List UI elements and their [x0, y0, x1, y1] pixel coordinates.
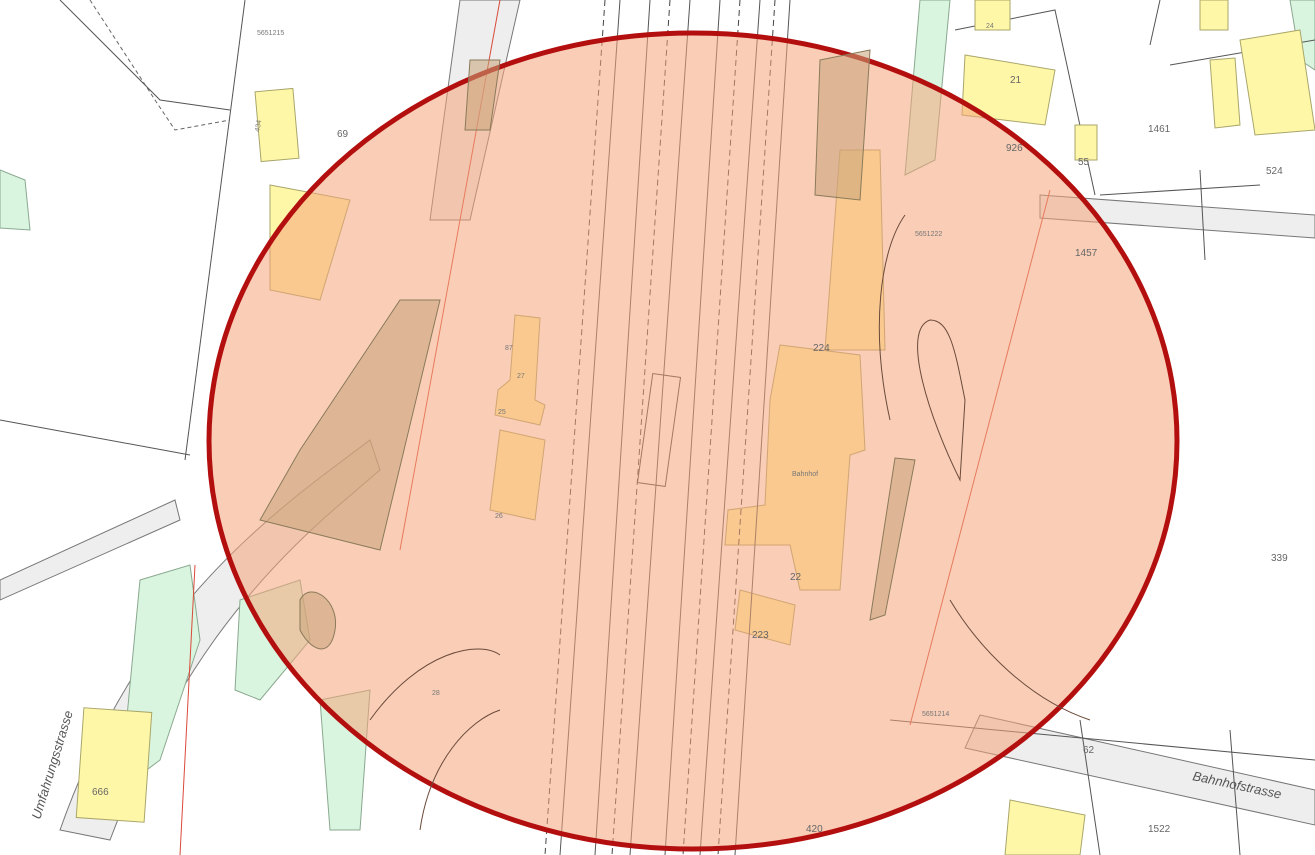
parcel-label: 62	[1083, 745, 1095, 756]
building-labels: Bahnhof 434 24 87 25 26 27 28	[254, 23, 994, 697]
parcel-label: 666	[92, 787, 109, 798]
parcel-label: 224	[813, 343, 830, 354]
point-labels: 5651215 5651222 5651214	[257, 30, 949, 718]
station-label: Bahnhof	[792, 471, 818, 478]
parcel-label: 22	[790, 572, 802, 583]
building-number: 24	[986, 23, 994, 30]
building-number: 87	[505, 345, 513, 352]
dashed-lines	[89, 0, 231, 131]
point-label: 5651215	[257, 30, 284, 37]
parcel-label: 55	[1078, 157, 1090, 168]
building-number: 26	[495, 513, 503, 520]
parcel-label: 524	[1266, 166, 1283, 177]
parcel-label: 1457	[1075, 248, 1098, 259]
building-number: 27	[517, 373, 525, 380]
parcel-label: 223	[752, 630, 769, 641]
building-number: 28	[432, 690, 440, 697]
building-number: 25	[498, 409, 506, 416]
olive-areas	[259, 49, 916, 650]
parcel-labels: 69 1461 524 1457 339 62 420 1522 666 926…	[92, 75, 1288, 835]
point-label: 5651214	[922, 711, 949, 718]
point-label: 5651222	[915, 231, 942, 238]
parcel-label: 420	[806, 824, 823, 835]
parcel-label: 926	[1006, 143, 1023, 154]
highlight-ellipse[interactable]	[206, 30, 1180, 852]
parcel-label: 21	[1010, 75, 1022, 86]
parcel-label: 1461	[1148, 124, 1171, 135]
parcel-label: 339	[1271, 553, 1288, 564]
parcel-label: 1522	[1148, 824, 1171, 835]
building-number: 434	[254, 119, 263, 132]
parcel-label: 69	[337, 129, 349, 140]
highlight-inner-features	[369, 214, 1091, 831]
